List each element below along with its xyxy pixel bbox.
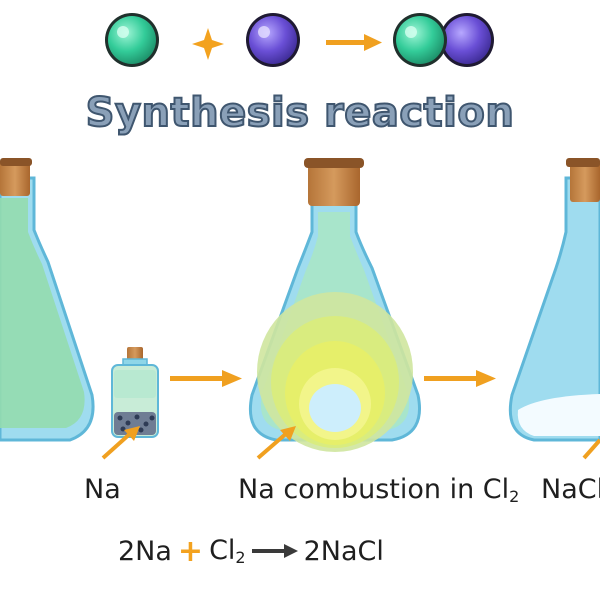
chemical-equation: 2Na + Cl2 2NaCl bbox=[118, 531, 384, 571]
reactant-chlorine: Cl2 bbox=[209, 535, 246, 567]
pointer-arrow-nacl bbox=[582, 438, 600, 460]
reactant-sodium: 2Na bbox=[118, 535, 172, 567]
pointer-arrow-combustion bbox=[256, 426, 296, 460]
equation-arrow-icon bbox=[251, 544, 298, 558]
label-combustion-subscript: 2 bbox=[509, 487, 520, 506]
pointer-arrow-na bbox=[101, 426, 140, 460]
arrow-flask-to-flask bbox=[424, 370, 496, 387]
label-combustion: Na combustion in Cl2 bbox=[238, 474, 519, 506]
equation-plus-icon: + bbox=[177, 533, 204, 569]
plus-icon bbox=[192, 28, 224, 60]
flask-nacl bbox=[508, 158, 600, 442]
arrow-icon bbox=[326, 34, 382, 51]
label-nacl: NaCl bbox=[541, 474, 600, 505]
atom-purple-icon bbox=[246, 13, 300, 67]
label-na: Na bbox=[84, 474, 121, 505]
molecule-icon bbox=[393, 13, 494, 67]
atom-equation bbox=[105, 13, 494, 67]
chlorine-subscript: 2 bbox=[235, 548, 246, 567]
vial-icon bbox=[111, 347, 159, 438]
chlorine-symbol: Cl bbox=[209, 535, 236, 566]
label-combustion-text: Na combustion in Cl bbox=[238, 474, 510, 505]
atom-green-icon bbox=[105, 13, 159, 67]
product-nacl: 2NaCl bbox=[303, 535, 384, 567]
arrow-vial-to-flask bbox=[170, 370, 242, 387]
flask-cl2 bbox=[0, 158, 95, 442]
page-title: Synthesis reaction bbox=[85, 89, 515, 137]
flask-combustion bbox=[248, 158, 421, 452]
